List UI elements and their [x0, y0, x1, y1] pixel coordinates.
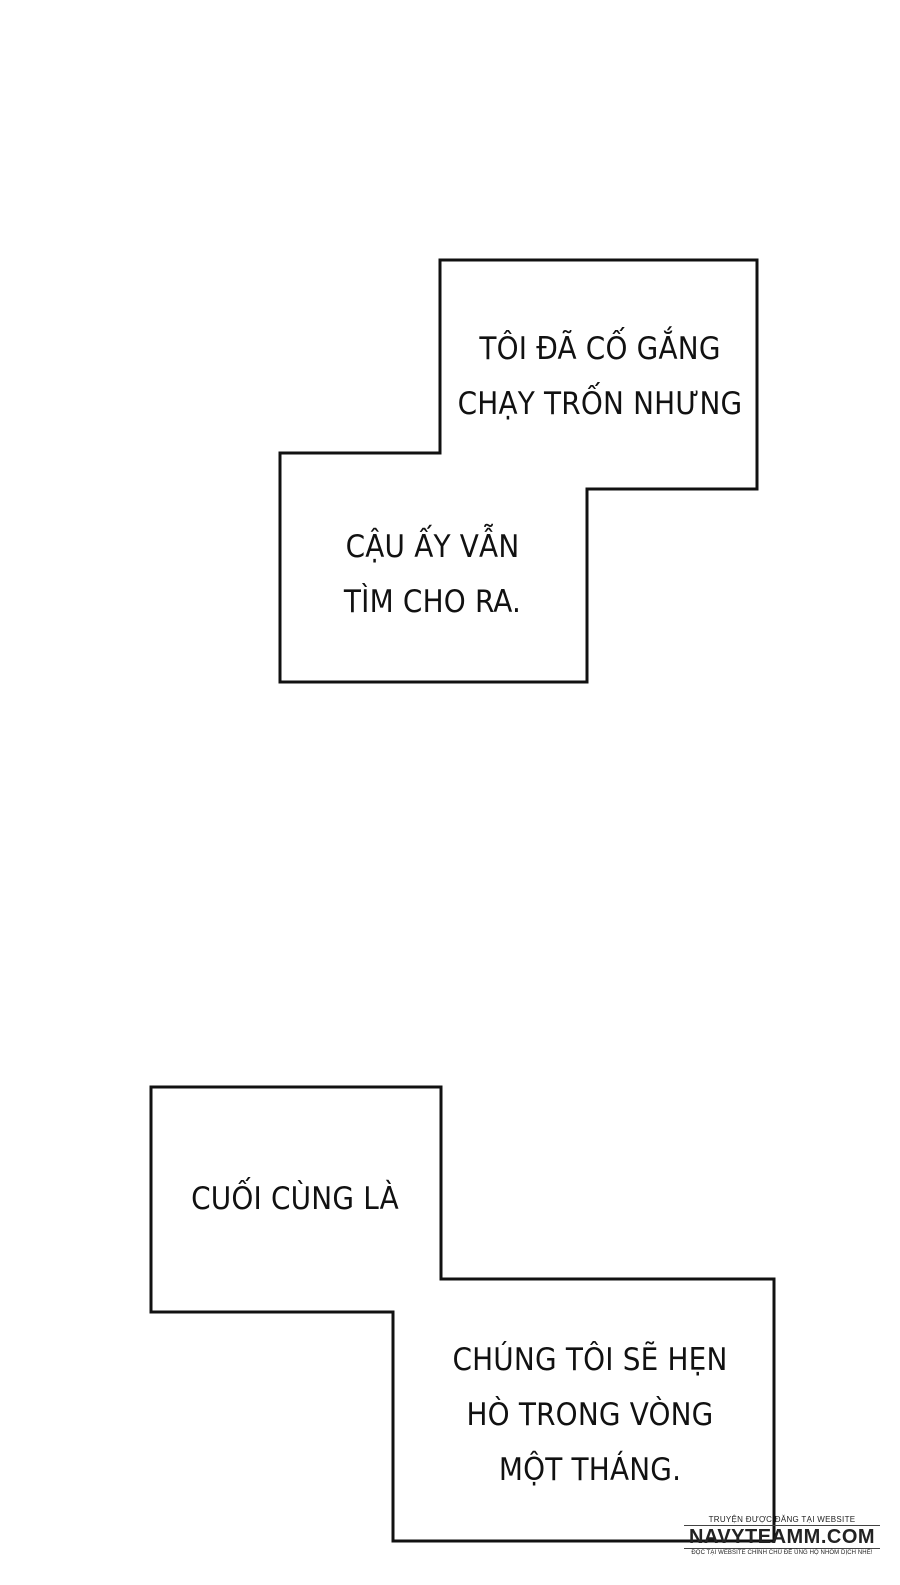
watermark-top-line: TRUYỆN ĐƯỢC ĐĂNG TẠI WEBSITE	[708, 1515, 856, 1524]
caption-box-1-top-text: TÔI ĐÃ CỐ GẮNG CHẠY TRỐN NHƯNG	[457, 331, 743, 422]
watermark-site-name: NAVYTEAMM.COM	[684, 1525, 880, 1549]
caption-box-2-outline	[149, 1085, 776, 1543]
watermark: TRUYỆN ĐƯỢC ĐĂNG TẠI WEBSITE NAVYTEAMM.C…	[684, 1515, 880, 1558]
caption-box-2-top-text: CUỐI CÙNG LÀ	[191, 1181, 399, 1217]
caption-box-1-outline	[278, 258, 759, 684]
watermark-bottom-line: ĐỌC TẠI WEBSITE CHÍNH CHỦ ĐỂ ỦNG HỘ NHÓM…	[691, 1550, 873, 1556]
caption-box-2-bottom-text: CHÚNG TÔI SẼ HẸN HÒ TRONG VÒNG MỘT THÁNG…	[452, 1342, 728, 1488]
caption-box-1-bottom-text: CẬU ẤY VẪN TÌM CHO RA.	[343, 529, 522, 620]
